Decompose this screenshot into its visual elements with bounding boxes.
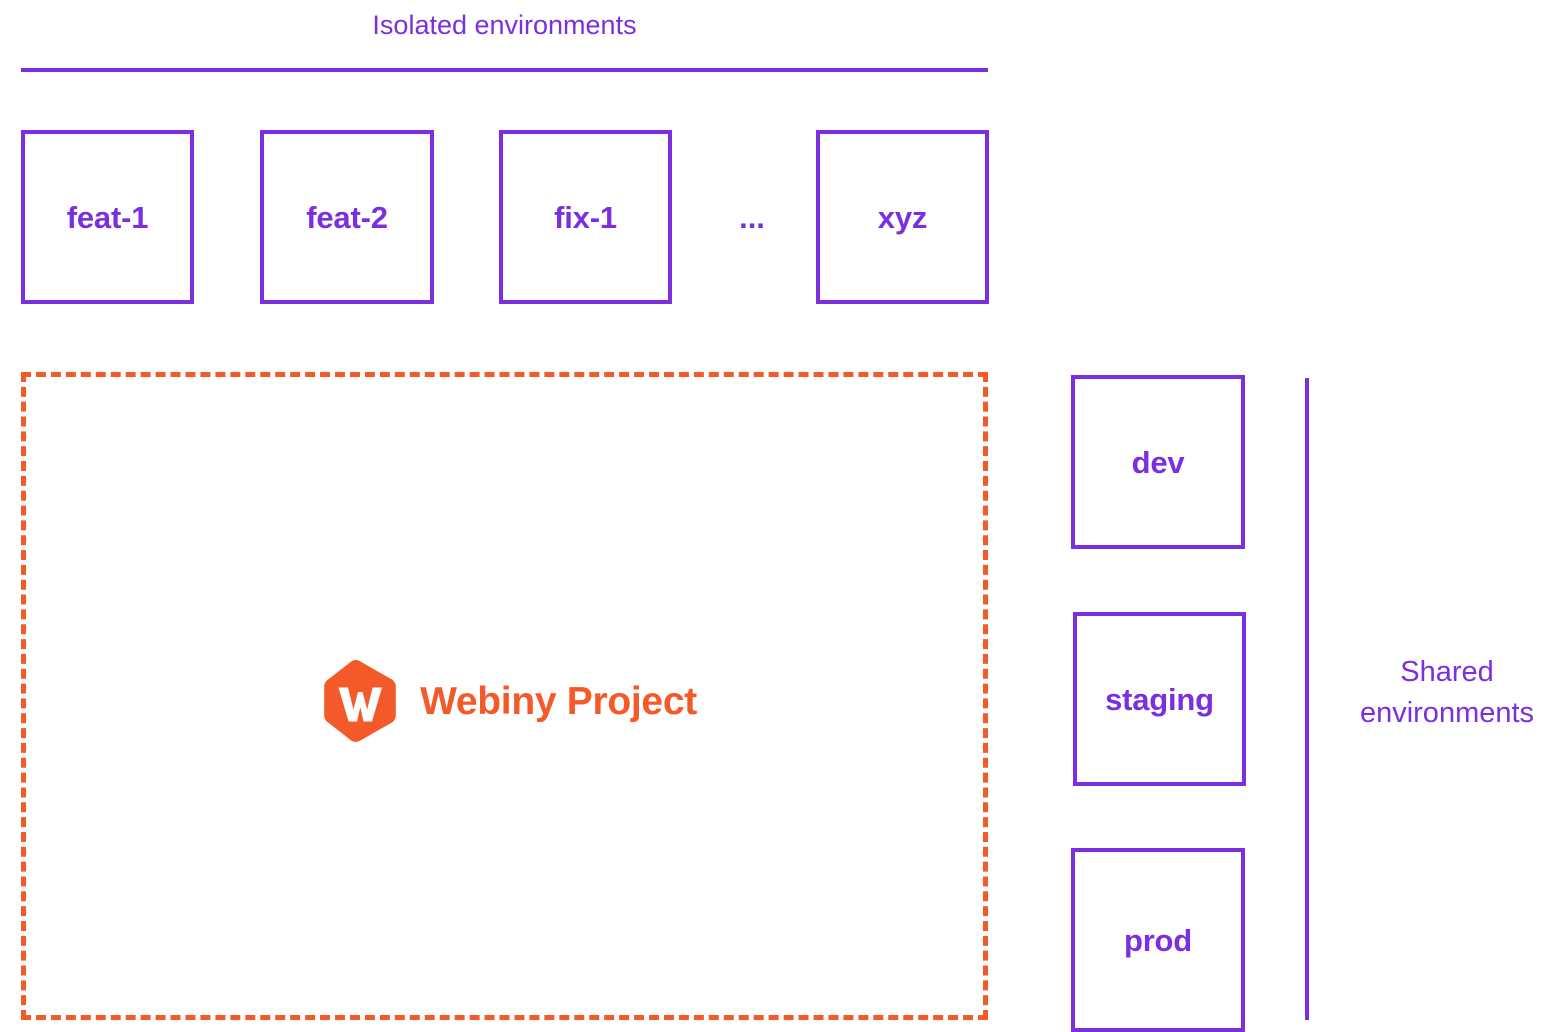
webiny-project-container: Webiny Project	[21, 372, 988, 1020]
shared-env-label: staging	[1105, 681, 1214, 717]
isolated-env-label: feat-1	[66, 199, 149, 235]
shared-environments-title-line-1: Shared	[1400, 656, 1494, 688]
isolated-env-box-feat-1[interactable]: feat-1	[21, 130, 194, 304]
webiny-project-name: Webiny Project	[420, 679, 697, 723]
isolated-env-ellipsis: ...	[739, 199, 765, 235]
shared-env-label: prod	[1123, 922, 1193, 958]
shared-env-label: dev	[1131, 444, 1185, 480]
isolated-env-label: feat-2	[306, 199, 388, 235]
isolated-env-box-fix-1[interactable]: fix-1	[499, 130, 672, 304]
isolated-environments-divider	[21, 68, 988, 72]
shared-env-box-prod[interactable]: prod	[1071, 848, 1245, 1032]
shared-env-box-staging[interactable]: staging	[1073, 612, 1246, 786]
isolated-env-box-xyz[interactable]: xyz	[816, 130, 989, 304]
isolated-env-box-feat-2[interactable]: feat-2	[260, 130, 434, 304]
shared-env-box-dev[interactable]: dev	[1071, 375, 1245, 549]
isolated-env-label: fix-1	[554, 199, 617, 235]
shared-environments-divider	[1305, 378, 1309, 1020]
isolated-environments-title: Isolated environments	[372, 10, 637, 40]
shared-environments-title-line-2: environments	[1359, 697, 1535, 729]
shared-environments-title: Shared environments	[1330, 652, 1564, 734]
webiny-logo-icon	[324, 660, 396, 742]
webiny-project-brand: Webiny Project	[26, 377, 993, 1025]
isolated-env-label: xyz	[877, 199, 928, 235]
